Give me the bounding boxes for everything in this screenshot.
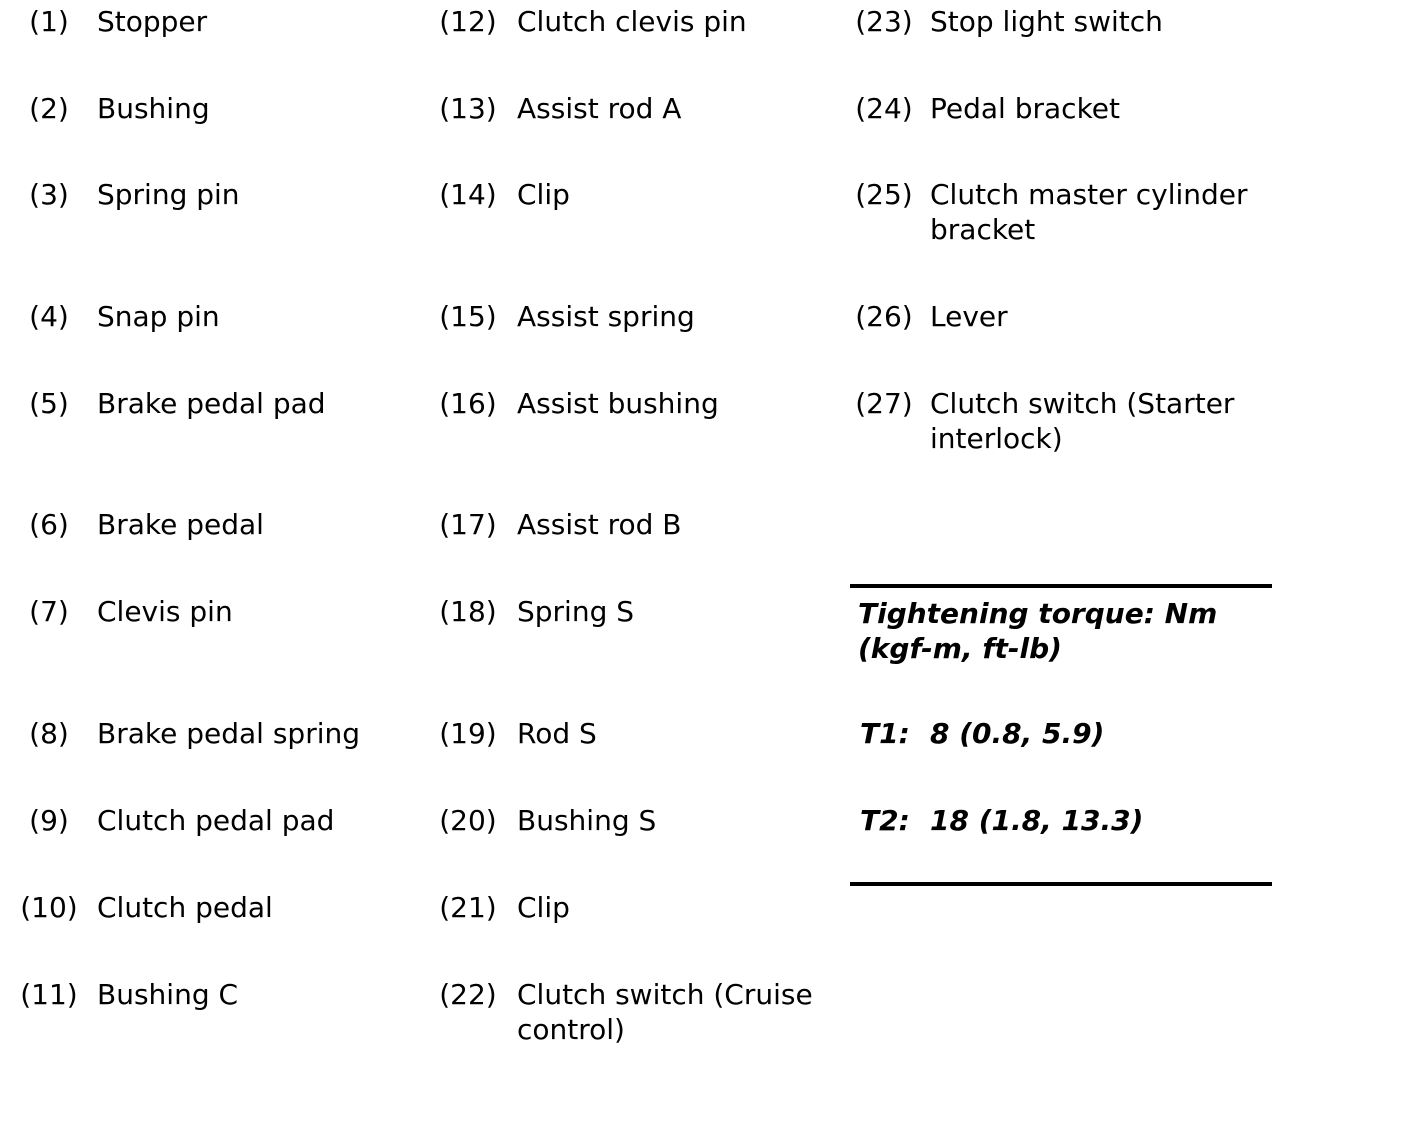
item-number: (23) [855,5,913,38]
list-item: (12) Clutch clevis pin [438,4,857,39]
list-item: (24) Pedal bracket [854,91,1270,126]
item-label: Brake pedal spring [97,717,361,750]
list-item: (23) Stop light switch [854,4,1270,39]
item-label: Bushing C [97,978,239,1011]
item-label: Clutch pedal pad [97,804,335,837]
item-number: (12) [439,5,497,38]
list-item: (16) Assist bushing [438,386,857,421]
item-number: (13) [439,92,497,125]
item-number: (10) [20,891,78,924]
list-item: (22) Clutch switch (Cruise control) [438,977,857,1047]
list-item: (10) Clutch pedal [20,890,447,925]
item-number: (17) [439,508,497,541]
item-number: (20) [439,804,497,837]
item-number: (11) [20,978,78,1011]
item-number: (18) [439,595,497,628]
item-label: Lever [930,300,1008,333]
item-number: (5) [29,387,69,420]
item-label: Bushing S [517,804,657,837]
item-label: Assist rod B [517,508,682,541]
list-item: (26) Lever [854,299,1270,334]
item-label: Clutch master cylinder bracket [930,178,1248,246]
item-label: Pedal bracket [930,92,1120,125]
list-item: (15) Assist spring [438,299,857,334]
list-item: (7) Clevis pin [20,594,447,629]
list-item: (14) Clip [438,177,857,212]
list-item: (25) Clutch master cylinder bracket [854,177,1270,247]
item-label: Assist rod A [517,92,682,125]
list-item: (8) Brake pedal spring [20,716,447,751]
item-label: Brake pedal [97,508,264,541]
torque-note-bottom-rule [850,882,1272,886]
item-number: (27) [855,387,913,420]
item-number: (24) [855,92,913,125]
item-label: Assist bushing [517,387,719,420]
item-number: (6) [29,508,69,541]
list-item: (18) Spring S [438,594,857,629]
list-item: (21) Clip [438,890,857,925]
list-item: (5) Brake pedal pad [20,386,447,421]
item-number: (19) [439,717,497,750]
item-label: Spring pin [97,178,240,211]
item-number: (2) [29,92,69,125]
torque-note-top-rule [850,584,1272,588]
item-label: Brake pedal pad [97,387,326,420]
list-item: (2) Bushing [20,91,447,126]
item-label: Clutch pedal [97,891,273,924]
list-item: (11) Bushing C [20,977,447,1012]
item-number: (8) [29,717,69,750]
item-number: (22) [439,978,497,1011]
item-label: Clutch clevis pin [517,5,747,38]
item-label: Snap pin [97,300,220,333]
torque-entry: T2: 18 (1.8, 13.3) [860,803,1143,838]
torque-note-heading: Tightening torque: Nm (kgf-m, ft-lb) [858,597,1218,665]
item-number: (9) [29,804,69,837]
item-number: (16) [439,387,497,420]
list-item: (20) Bushing S [438,803,857,838]
item-number: (4) [29,300,69,333]
list-item: (19) Rod S [438,716,857,751]
item-label: Spring S [517,595,635,628]
list-item: (17) Assist rod B [438,507,857,542]
item-label: Assist spring [517,300,695,333]
list-item: (1) Stopper [20,4,447,39]
item-number: (25) [855,178,913,211]
list-item: (9) Clutch pedal pad [20,803,447,838]
item-number: (7) [29,595,69,628]
list-item: (6) Brake pedal [20,507,447,542]
torque-entry-id: T1: [860,717,910,750]
item-number: (3) [29,178,69,211]
list-item: (4) Snap pin [20,299,447,334]
item-label: Clutch switch (Starter interlock) [930,387,1235,455]
torque-entry-value: 8 (0.8, 5.9) [930,717,1105,750]
item-number: (14) [439,178,497,211]
item-number: (1) [29,5,69,38]
torque-entry: T1: 8 (0.8, 5.9) [860,716,1104,751]
torque-entry-value: 18 (1.8, 13.3) [930,804,1144,837]
item-number: (21) [439,891,497,924]
torque-entry-id: T2: [860,804,910,837]
item-label: Stop light switch [930,5,1163,38]
list-item: (13) Assist rod A [438,91,857,126]
item-label: Rod S [517,717,597,750]
list-item: (3) Spring pin [20,177,447,212]
list-item: (27) Clutch switch (Starter interlock) [854,386,1270,456]
item-label: Clip [517,178,570,211]
item-number: (15) [439,300,497,333]
item-label: Clevis pin [97,595,233,628]
item-label: Clip [517,891,570,924]
item-label: Clutch switch (Cruise control) [517,978,813,1046]
item-label: Bushing [97,92,210,125]
item-label: Stopper [97,5,208,38]
item-number: (26) [855,300,913,333]
